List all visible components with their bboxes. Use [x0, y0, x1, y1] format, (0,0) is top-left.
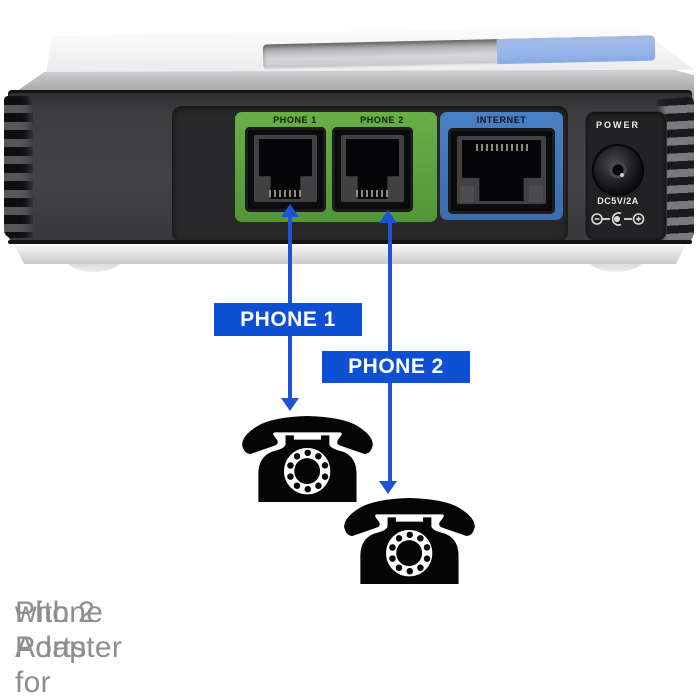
arrowhead-down-phone1: [281, 398, 299, 411]
arrowhead-down-phone2: [379, 481, 397, 494]
internet-port-label: INTERNET: [476, 115, 527, 125]
power-label: POWER: [595, 120, 640, 130]
rj45-latch-block: [529, 186, 543, 202]
caption-line-1: Phone Adapter: [15, 596, 123, 664]
dc-jack-pin: [609, 161, 627, 179]
phone1-port-label: PHONE 1: [273, 115, 317, 125]
dc-power-jack: [594, 146, 642, 194]
rj45-latch-block: [460, 186, 474, 202]
phone1-rj11-port: [245, 127, 326, 212]
polarity-icon: [591, 212, 645, 226]
power-spec-label: DC5V/2A: [597, 196, 639, 206]
body-base-seam: [8, 240, 692, 244]
device-base: [14, 244, 686, 264]
phone2-rj11-port: [332, 127, 413, 212]
phone2-port-label: PHONE 2: [360, 115, 404, 125]
dc-jack-highlight: [620, 172, 625, 177]
arrowhead-up-phone1: [281, 204, 299, 217]
rj45-pins: [475, 144, 528, 151]
phone1-callout-tag: PHONE 1: [214, 303, 362, 336]
internet-rj45-port: [448, 128, 555, 214]
top-blue-accent-stripe: [496, 35, 656, 65]
vent-grille-left-icon: [4, 96, 33, 238]
arrowhead-up-phone2: [379, 210, 397, 223]
telephone-icon-1: ☎: [234, 392, 381, 530]
rj11-pins: [355, 190, 390, 197]
rj11-pins: [268, 190, 303, 197]
caption-line-2: with 2 Ports for Voice-over-IP: [15, 596, 96, 699]
telephone-icon-2: ☎: [336, 474, 483, 612]
phone2-callout-tag: PHONE 2: [322, 351, 470, 383]
